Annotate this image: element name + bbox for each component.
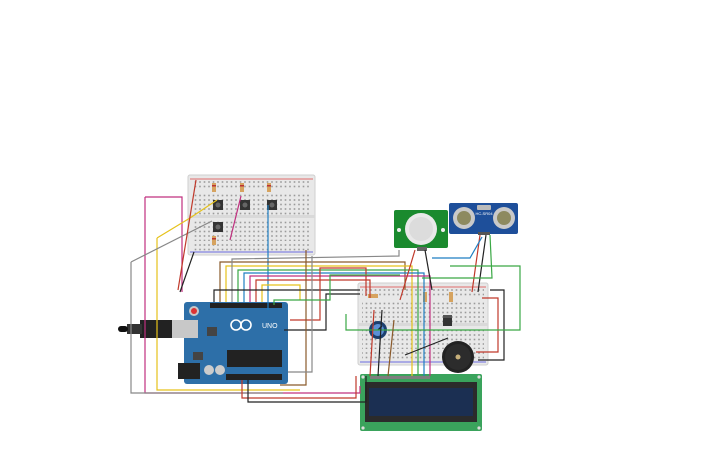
lcd-display[interactable] (360, 374, 482, 431)
ultrasonic-sensor[interactable]: HC-SR04 (449, 203, 518, 235)
arduino-uno[interactable]: UNO (170, 302, 288, 384)
breadboard-top[interactable] (187, 174, 316, 256)
resistor-icon[interactable] (267, 183, 271, 192)
pushbutton-icon[interactable] (240, 200, 250, 210)
resistor-icon[interactable] (240, 183, 244, 192)
transistor-icon[interactable] (443, 315, 452, 326)
ultrasonic-label: HC-SR04 (475, 211, 493, 216)
resistor-icon[interactable] (423, 292, 427, 302)
pushbutton-icon[interactable] (213, 200, 223, 210)
pushbutton-icon[interactable] (213, 222, 223, 232)
resistor-icon[interactable] (212, 183, 216, 192)
arduino-infinity-logo (230, 319, 252, 331)
resistor-icon[interactable] (449, 292, 453, 302)
resistor-icon[interactable] (212, 236, 216, 245)
pushbutton-icon[interactable] (267, 200, 277, 210)
buzzer-icon[interactable] (442, 341, 474, 373)
arduino-model-label: UNO (262, 323, 278, 330)
wires (130, 179, 521, 403)
pir-sensor[interactable] (394, 210, 448, 251)
usb-cable-icon[interactable] (118, 320, 172, 338)
resistor-icon[interactable] (368, 294, 378, 298)
